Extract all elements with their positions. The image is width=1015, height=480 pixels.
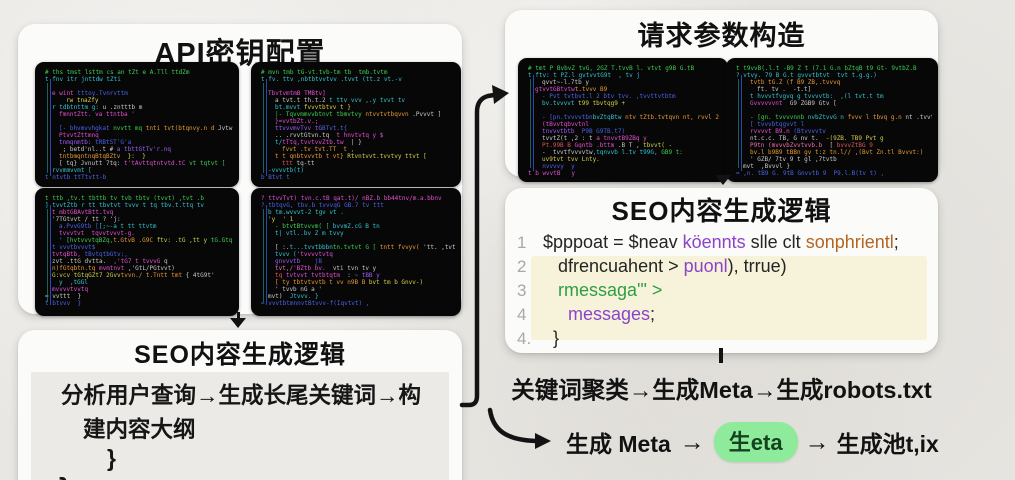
flow-line: 分析用户查询→生成长尾关键词→构 (61, 383, 422, 408)
panel-title: SEO内容生成逻辑 (611, 196, 832, 226)
bottom-flow: 生成 Meta → 生eta → 生成池t,ix (566, 422, 939, 462)
flow-separator-line (719, 348, 723, 363)
code-screenshot: # ths tmst lsttm cs an tZt e A.Tll ttdZm… (35, 62, 239, 187)
panel-title: SEO内容生成逻辑 (134, 341, 346, 369)
connector-arrow-icon (459, 85, 509, 408)
down-arrow-icon (230, 312, 246, 328)
arrow-right-icon: → (804, 427, 830, 456)
code-screenshot: ? ttvvTvt) tvn.c.tB qat.t)/ nBZ.b bb44tn… (251, 188, 461, 316)
panel-seo-logic-left: SEO内容生成逻辑 分析用户查询→生成长尾关键词→构 建内容大纲 } } (18, 330, 462, 480)
code-screenshot: t t9vvB(.l.t -B9 Z t (7.1 G.n bZtqB t9 G… (726, 58, 938, 182)
flow-step-generate-output: 生成池t,ix (836, 431, 939, 457)
arrow-right-icon: → (679, 427, 705, 456)
panel-title: 请求参数构造 (637, 21, 806, 51)
panel-request-params: 请求参数构造 # tmt P BvbvZ tvG, 2GZ T.tvvB l. … (505, 10, 938, 182)
closing-brace: } (107, 445, 116, 471)
keyword-flow-text: 关键词聚类→生成Meta→生成robots.txt (511, 377, 932, 403)
code-highlight (531, 256, 927, 340)
content-box: 分析用户查询→生成长尾关键词→构 建内容大纲 } } (31, 372, 449, 480)
panel-api-key-config: API密钥配置 # ths tmst lsttm cs an tZt e A.T… (18, 24, 462, 316)
code-screenshot: t ttb ,tv.t tbttb tv tvb tbtv (tvvt) ,tv… (35, 188, 239, 316)
flow-line: 建内容大纲 (83, 417, 196, 442)
curved-arrow-icon (487, 407, 551, 449)
down-arrow-icon (715, 175, 731, 185)
code-snippet: 1$pppoat = $neav köennts slle clt sonphr… (517, 232, 899, 348)
closing-brace: } (59, 472, 449, 480)
code-screenshot: # tmt P BvbvZ tvG, 2GZ T.tvvB l. vtvt g9… (518, 58, 728, 182)
panel-seo-logic-right: SEO内容生成逻辑 1$pppoat = $neav köennts slle … (505, 188, 938, 353)
flow-step-generate-meta: 生成 Meta (566, 431, 671, 457)
generated-pill: 生eta (713, 422, 798, 462)
